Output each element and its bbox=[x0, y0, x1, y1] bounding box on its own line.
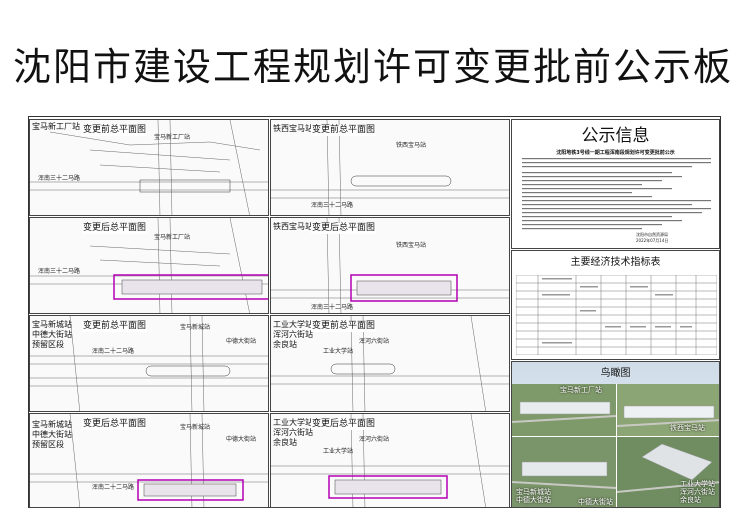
birdseye-image bbox=[512, 362, 719, 507]
panel-label: 变更后总平面图 bbox=[311, 419, 377, 430]
plan-drawing bbox=[271, 218, 509, 313]
side-road-label: 中德大街站 bbox=[226, 338, 257, 345]
side-road-label: 工业大学站 bbox=[323, 448, 354, 455]
road-label: 浑南二十二马路 bbox=[92, 348, 135, 355]
info-heading: 公示信息 bbox=[581, 126, 650, 146]
plan-panel-before-3: 宝马新城站 中德大街站 预留区段 变更前总平面图 宝马新城站 浑南二十二马路 中… bbox=[29, 315, 269, 412]
plan-station-label: 铁西宝马站 bbox=[396, 142, 427, 149]
plan-panel-before-1: 宝马新工厂站 变更前总平面图 宝马新工厂站 浑南三十二马路 bbox=[29, 119, 269, 216]
station-name: 铁西宝马站 bbox=[273, 222, 313, 231]
birdseye-label: 铁西宝马站 bbox=[670, 424, 705, 432]
birdseye-heading: 鸟瞰图 bbox=[600, 368, 631, 379]
road-label: 浑南三十二马路 bbox=[38, 268, 81, 275]
panel-label: 变更前总平面图 bbox=[82, 125, 148, 136]
panel-label: 变更前总平面图 bbox=[311, 321, 377, 332]
panel-label: 变更后总平面图 bbox=[311, 223, 377, 234]
side-road-label: 中德大街站 bbox=[226, 436, 257, 443]
birdseye-label: 中德大街站 bbox=[578, 498, 613, 506]
birdseye-label: 宝马新城站 中德大街站 bbox=[516, 488, 551, 504]
tech-table bbox=[516, 275, 717, 355]
road-label: 浑南三十二马路 bbox=[38, 175, 81, 182]
road-label: 浑南三十二马路 bbox=[311, 202, 354, 209]
plan-panel-before-4: 工业大学站 浑河六街站 余良站 变更前总平面图 浑河六街站 工业大学站 bbox=[270, 315, 510, 412]
road-label: 浑南二十二马路 bbox=[92, 484, 135, 491]
birdseye-label: 工业大学站 浑河六街站 余良站 bbox=[680, 480, 715, 504]
station-name: 工业大学站 浑河六街站 余良站 bbox=[273, 320, 313, 349]
info-contact: 沈阳市自然资源局 bbox=[636, 232, 668, 237]
plan-station-label: 浑河六街站 bbox=[359, 338, 390, 345]
plan-panel-before-2: 铁西宝马站 变更前总平面图 铁西宝马站 浑南三十二马路 bbox=[270, 119, 510, 216]
station-name: 宝马新城站 中德大街站 预留区段 bbox=[32, 420, 72, 449]
info-subheading: 沈阳地铁3号线一期工程浑南段规划许可变更批前公示 bbox=[556, 150, 675, 156]
plan-drawing bbox=[271, 316, 509, 411]
plan-station-label: 铁西宝马站 bbox=[396, 242, 427, 249]
plan-station-label: 宝马新城站 bbox=[180, 424, 211, 431]
plan-station-label: 宝马新工厂站 bbox=[154, 234, 191, 241]
station-name: 宝马新工厂站 bbox=[32, 122, 80, 131]
plan-drawing bbox=[271, 414, 509, 507]
plan-drawing bbox=[30, 218, 268, 313]
plan-station-label: 浑河六街站 bbox=[359, 436, 390, 443]
plan-drawing bbox=[271, 120, 509, 215]
panel-label: 变更后总平面图 bbox=[82, 223, 148, 234]
birdseye-panel: 鸟瞰图 宝马新工厂站 铁西宝马站 宝马新城站 中德大街站 中德大街站 工业大学站… bbox=[511, 361, 720, 508]
plan-panel-after-2: 铁西宝马站 变更后总平面图 铁西宝马站 浑南三十二马路 bbox=[270, 217, 510, 314]
tech-heading: 主要经济技术指标表 bbox=[570, 257, 661, 268]
station-name: 宝马新城站 中德大街站 预留区段 bbox=[32, 320, 72, 349]
info-panel: 公示信息 沈阳地铁3号线一期工程浑南段规划许可变更批前公示 bbox=[511, 119, 720, 249]
panel-label: 变更前总平面图 bbox=[82, 321, 148, 332]
board-title: 沈阳市建设工程规划许可变更批前公示板 bbox=[12, 45, 733, 89]
plan-station-label: 宝马新工厂站 bbox=[154, 134, 191, 141]
birdseye-label: 宝马新工厂站 bbox=[560, 386, 602, 394]
tech-panel: 主要经济技术指标表 bbox=[511, 250, 720, 360]
plan-drawing bbox=[30, 120, 268, 215]
plan-panel-after-3: 宝马新城站 中德大街站 预留区段 变更后总平面图 宝马新城站 浑南二十二马路 中… bbox=[29, 413, 269, 508]
plan-drawing bbox=[30, 414, 268, 507]
plan-drawing bbox=[30, 316, 268, 411]
side-road-label: 工业大学站 bbox=[323, 348, 354, 355]
road-label: 浑南三十二马路 bbox=[311, 304, 354, 311]
info-text-block bbox=[522, 158, 711, 230]
panel-label: 变更后总平面图 bbox=[82, 419, 148, 430]
plan-station-label: 宝马新城站 bbox=[180, 324, 211, 331]
station-name: 工业大学站 浑河六街站 余良站 bbox=[273, 418, 313, 447]
panel-label: 变更前总平面图 bbox=[311, 125, 377, 136]
board-frame: 宝马新工厂站 变更前总平面图 宝马新工厂站 浑南三十二马路 变更后总平面图 宝马… bbox=[28, 116, 721, 508]
station-name: 铁西宝马站 bbox=[273, 124, 313, 133]
info-date: 2022年07月14日 bbox=[636, 238, 669, 243]
plan-panel-after-4: 工业大学站 浑河六街站 余良站 变更后总平面图 浑河六街站 工业大学站 bbox=[270, 413, 510, 508]
plan-panel-after-1: 变更后总平面图 宝马新工厂站 浑南三十二马路 bbox=[29, 217, 269, 314]
